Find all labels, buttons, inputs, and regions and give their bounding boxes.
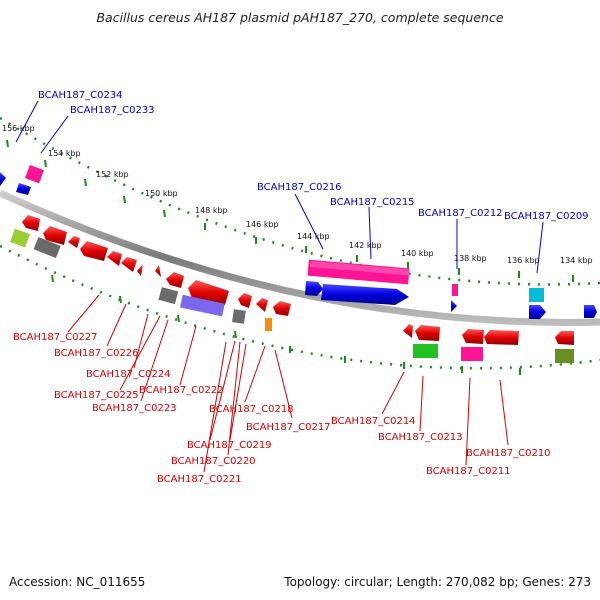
gene-arrow <box>403 324 413 338</box>
gene-label: BCAH187_C0219 <box>187 440 272 451</box>
kbp-tick-label: 144 kbp <box>297 232 330 241</box>
gene-arrow <box>166 272 184 288</box>
kbp-tick-label: 146 kbp <box>246 220 279 229</box>
gene-arrow <box>155 265 161 277</box>
gene-arrow <box>16 183 31 195</box>
gene-block <box>33 237 61 259</box>
accession-text: Accession: NC_011655 <box>9 575 145 589</box>
gene-label: BCAH187_C0209 <box>504 211 589 222</box>
gene-arrow <box>107 251 122 266</box>
gene-arrow <box>555 331 574 345</box>
outer-major-ticks <box>6 139 574 282</box>
reverse-genes <box>10 215 574 363</box>
gene-arrow <box>121 257 137 272</box>
plasmid-backbone <box>0 189 600 326</box>
gene-label: BCAH187_C0210 <box>466 448 551 459</box>
kbp-tick-label: 150 kbp <box>145 189 178 198</box>
kbp-tick-label: 148 kbp <box>195 206 228 215</box>
gene-arrow <box>451 300 457 312</box>
kbp-tick-label: 138 kbp <box>454 254 487 263</box>
gene-label: BCAH187_C0224 <box>86 369 171 380</box>
gene-block <box>25 165 44 184</box>
gene-block <box>529 288 544 302</box>
gene-label: BCAH187_C0216 <box>257 182 342 193</box>
gene-arrow <box>529 305 546 319</box>
gene-arrow <box>256 298 268 312</box>
topology-summary: Topology: circular; Length: 270,082 bp; … <box>283 575 591 589</box>
gene-label: BCAH187_C0212 <box>418 208 503 219</box>
gene-label: BCAH187_C0215 <box>330 197 415 208</box>
kbp-tick-label: 152 kbp <box>96 170 129 179</box>
map-title: Bacillus cereus AH187 plasmid pAH187_270… <box>96 10 503 25</box>
gene-arrow <box>68 236 80 248</box>
gene-arrow <box>462 329 484 344</box>
gene-block <box>10 228 30 248</box>
kbp-tick-label: 134 kbp <box>560 256 593 265</box>
gene-block <box>265 318 272 331</box>
kbp-tick-label: 136 kbp <box>507 256 540 265</box>
gene-arrow <box>43 226 67 245</box>
reverse-leader-lines <box>67 294 509 473</box>
gene-block <box>158 287 179 305</box>
gene-label: BCAH187_C0225 <box>54 390 139 401</box>
gene-block <box>413 344 438 358</box>
gene-label: BCAH187_C0211 <box>426 466 511 477</box>
gene-block <box>232 309 246 324</box>
gene-arrow <box>22 215 40 231</box>
forward-genes <box>0 165 597 319</box>
gene-arrow <box>484 330 519 345</box>
gene-label: BCAH187_C0218 <box>209 404 294 415</box>
forward-gene-labels: BCAH187_C0234 BCAH187_C0233 BCAH187_C021… <box>38 90 589 222</box>
gene-block <box>180 294 225 317</box>
gene-block <box>461 347 483 361</box>
kbp-tick-label: 156 kbp <box>2 124 35 133</box>
kbp-tick-label: 142 kbp <box>349 241 382 250</box>
gene-arrow <box>0 172 6 186</box>
gene-block <box>555 349 574 363</box>
gene-arrow <box>305 281 323 296</box>
gene-arrow <box>584 305 597 318</box>
gene-label: BCAH187_C0227 <box>13 332 98 343</box>
gene-label: BCAH187_C0214 <box>331 416 416 427</box>
gene-arrow <box>273 301 291 316</box>
gene-label: BCAH187_C0233 <box>70 105 155 116</box>
gene-label: BCAH187_C0221 <box>157 474 242 485</box>
gene-arrow <box>80 241 108 261</box>
gene-arrow <box>415 325 440 341</box>
gene-label: BCAH187_C0222 <box>139 385 224 396</box>
inner-major-ticks <box>51 274 521 375</box>
gene-arrow <box>137 264 143 276</box>
gene-label: BCAH187_C0220 <box>171 456 256 467</box>
gene-label: BCAH187_C0217 <box>246 422 331 433</box>
gene-label: BCAH187_C0223 <box>92 403 177 414</box>
kbp-tick-label: 154 kbp <box>48 149 81 158</box>
forward-leader-lines <box>15 100 544 274</box>
gene-label: BCAH187_C0226 <box>54 348 139 359</box>
gene-label: BCAH187_C0213 <box>378 432 463 443</box>
gene-arrow <box>238 293 252 308</box>
gene-label: BCAH187_C0234 <box>38 90 123 101</box>
kbp-scale: 156 kbp 154 kbp 152 kbp 150 kbp 148 kbp … <box>2 124 593 265</box>
gene-block <box>452 284 458 296</box>
gene-block <box>310 260 410 276</box>
kbp-tick-label: 140 kbp <box>401 249 434 258</box>
gene-arrow <box>321 284 409 305</box>
reverse-gene-labels: BCAH187_C0227 BCAH187_C0226 BCAH187_C022… <box>13 332 551 485</box>
